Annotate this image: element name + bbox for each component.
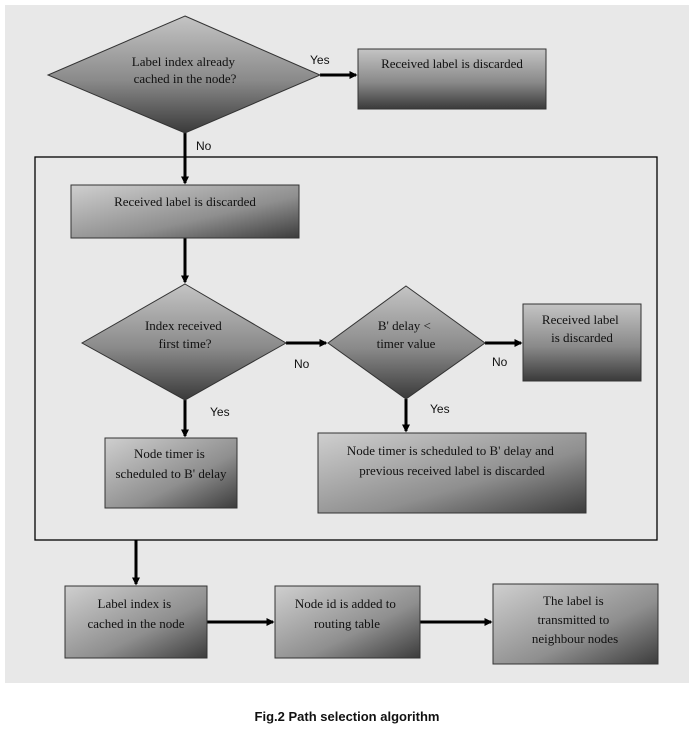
text-line: Node id is added to bbox=[295, 596, 396, 611]
text-line: Label index already bbox=[132, 54, 236, 69]
box-label-index-cached bbox=[64, 585, 208, 659]
box-node-timer-scheduled bbox=[104, 437, 238, 509]
text-line: Received label is discarded bbox=[114, 194, 256, 209]
text-line: Label index is bbox=[98, 596, 172, 611]
edge-label-yes: Yes bbox=[430, 402, 450, 416]
text-line: Node timer is scheduled to B' delay and bbox=[347, 443, 555, 458]
node-label: B' delay < timer value bbox=[377, 318, 436, 351]
text-line: routing table bbox=[314, 616, 380, 631]
text-line: is discarded bbox=[551, 330, 613, 345]
box-received-label-discarded-top bbox=[357, 48, 547, 110]
box-node-id-routing-table bbox=[274, 585, 421, 659]
node-label: Node timer is scheduled to B' delay and … bbox=[347, 443, 557, 478]
decision-index-first-time bbox=[80, 283, 288, 401]
edge-label-no: No bbox=[196, 139, 212, 153]
node-label: Node id is added to routing table bbox=[295, 596, 399, 631]
text-line: transmitted to bbox=[537, 612, 609, 627]
text-line: B' delay < bbox=[378, 318, 431, 333]
text-line: neighbour nodes bbox=[532, 631, 618, 646]
box-received-label-discarded-right bbox=[522, 303, 642, 382]
edge-label-no: No bbox=[492, 355, 508, 369]
node-label: The label is transmitted to neighbour no… bbox=[532, 593, 618, 646]
node-label: Label index is cached in the node bbox=[87, 596, 184, 631]
text-line: timer value bbox=[377, 336, 436, 351]
text-line: Received label bbox=[542, 312, 619, 327]
text-line: previous received label is discarded bbox=[359, 463, 545, 478]
text-line: cached in the node? bbox=[134, 71, 237, 86]
edge-label-no: No bbox=[294, 357, 310, 371]
text-line: Received label is discarded bbox=[381, 56, 523, 71]
node-label: Index received first time? bbox=[145, 318, 225, 351]
figure-caption: Fig.2 Path selection algorithm bbox=[254, 709, 440, 724]
edge-label-yes: Yes bbox=[210, 405, 230, 419]
flowchart: Label index already cached in the node? … bbox=[5, 5, 689, 683]
text-line: cached in the node bbox=[87, 616, 184, 631]
node-label: Label index already cached in the node? bbox=[132, 54, 238, 86]
node-label: Received label is discarded bbox=[114, 194, 256, 209]
node-label: Node timer is scheduled to B' delay bbox=[115, 446, 227, 481]
node-label: Received label is discarded bbox=[542, 312, 622, 345]
process-group-frame bbox=[34, 156, 658, 541]
text-line: Node timer is bbox=[134, 446, 205, 461]
text-line: Index received bbox=[145, 318, 222, 333]
box-label-transmitted bbox=[492, 583, 659, 665]
text-line: scheduled to B' delay bbox=[115, 466, 227, 481]
text-line: The label is bbox=[543, 593, 604, 608]
edge-label-yes: Yes bbox=[310, 53, 330, 67]
box-node-timer-scheduled-and-discard bbox=[317, 432, 587, 514]
decision-delay-less-than-timer bbox=[327, 285, 486, 400]
text-line: first time? bbox=[158, 336, 211, 351]
decision-label-cached bbox=[46, 15, 322, 134]
node-label: Received label is discarded bbox=[381, 56, 523, 71]
box-received-label-discarded bbox=[70, 184, 300, 239]
